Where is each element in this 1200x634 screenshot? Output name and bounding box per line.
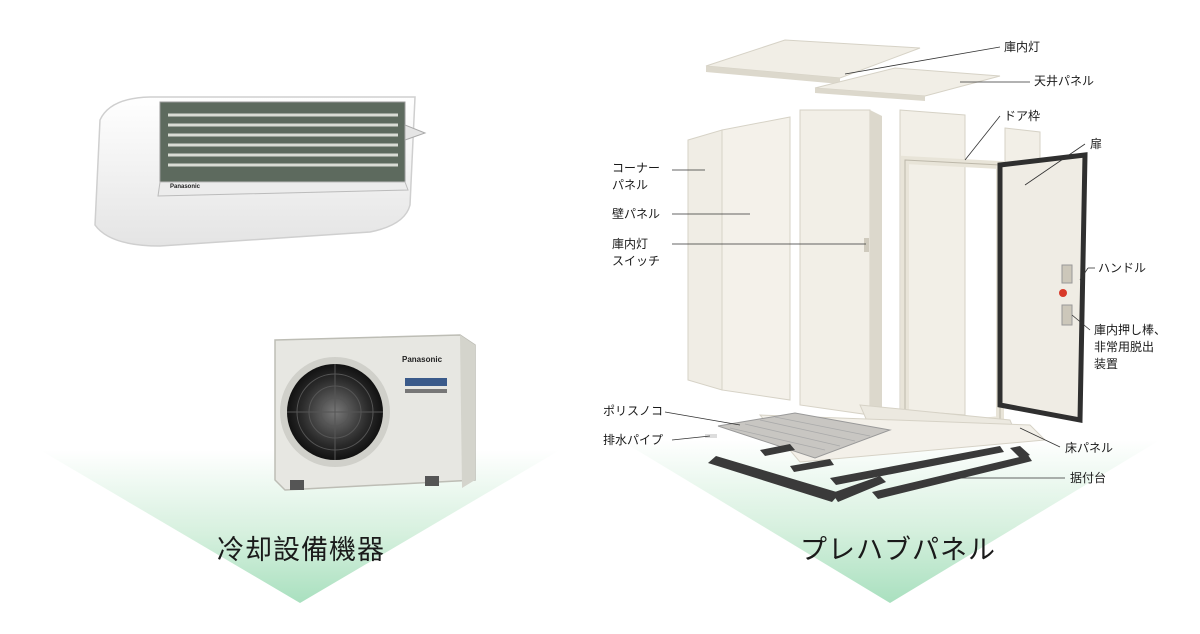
drain-pipe-shape xyxy=(705,434,717,438)
prefab-panels xyxy=(687,39,1088,502)
callout-duckboard: ポリスノコ xyxy=(603,404,664,418)
callout-corner-panel-line1: コーナー xyxy=(612,161,661,175)
callout-push-bar-line2: 非常用脱出 xyxy=(1094,340,1155,354)
callout-corner-panel: コーナー パネル xyxy=(612,160,660,194)
outdoor-unit: Panasonic xyxy=(274,334,476,491)
callout-push-bar: 庫内押し棒、 非常用脱出 装置 xyxy=(1094,322,1166,373)
callout-door: 扉 xyxy=(1090,137,1103,151)
switch-panel xyxy=(799,109,871,416)
callout-push-bar-line1: 庫内押し棒、 xyxy=(1094,323,1167,337)
prefab-panel-title: プレハブパネル xyxy=(800,535,996,566)
callout-light-switch: 庫内灯 スイッチ xyxy=(612,236,660,270)
cooling-glow xyxy=(40,450,560,603)
cooling-equipment-title: 冷却設備機器 xyxy=(217,535,385,566)
callout-light-switch-line1: 庫内灯 xyxy=(612,237,649,251)
base-frame xyxy=(708,444,1032,502)
callout-base: 据付台 xyxy=(1070,471,1107,485)
callout-push-bar-line3: 装置 xyxy=(1094,357,1119,371)
callout-door-frame: ドア枠 xyxy=(1004,109,1041,123)
callout-floor-panel: 床パネル xyxy=(1065,441,1114,455)
indoor-unit: Panasonic xyxy=(94,96,427,247)
callout-corner-panel-line2: パネル xyxy=(612,178,649,192)
callout-wall-panel: 壁パネル xyxy=(612,207,661,221)
callout-ceiling-panel: 天井パネル xyxy=(1034,74,1095,88)
panel-glow xyxy=(620,440,1160,603)
corner-panel xyxy=(687,129,723,391)
door xyxy=(997,152,1088,424)
wall-panel xyxy=(721,116,791,401)
callout-drain-pipe: 排水パイプ xyxy=(603,433,664,447)
indoor-brand-logo: Panasonic xyxy=(170,184,201,190)
leader-lines xyxy=(664,46,1095,479)
callout-light-switch-line2: スイッチ xyxy=(612,254,661,268)
callout-ceiling-light: 庫内灯 xyxy=(1004,40,1041,54)
callout-handle: ハンドル xyxy=(1098,261,1147,275)
outdoor-brand-logo: Panasonic xyxy=(402,355,443,364)
